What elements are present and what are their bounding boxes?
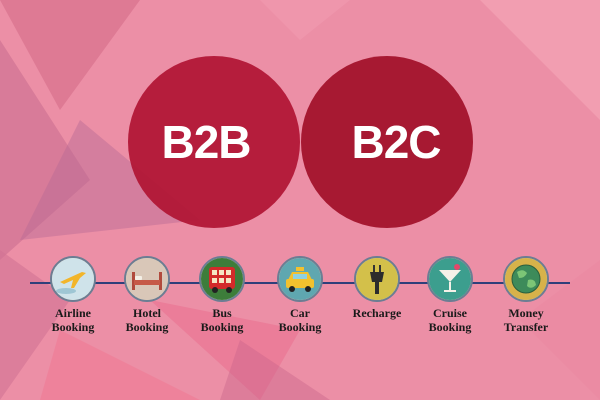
plug-icon xyxy=(354,256,400,302)
b2c-label: B2C xyxy=(351,116,441,168)
b2b-label: B2B xyxy=(161,116,251,168)
service-recharge[interactable]: Recharge xyxy=(337,256,417,320)
cocktail-icon xyxy=(427,256,473,302)
b2c-circle: B2C xyxy=(301,56,473,228)
airplane-icon xyxy=(50,256,96,302)
globe-icon xyxy=(503,256,549,302)
b2b-circle: B2B xyxy=(128,56,300,228)
service-label: Recharge xyxy=(352,306,402,320)
bed-icon xyxy=(124,256,170,302)
taxi-icon xyxy=(277,256,323,302)
bus-icon xyxy=(199,256,245,302)
